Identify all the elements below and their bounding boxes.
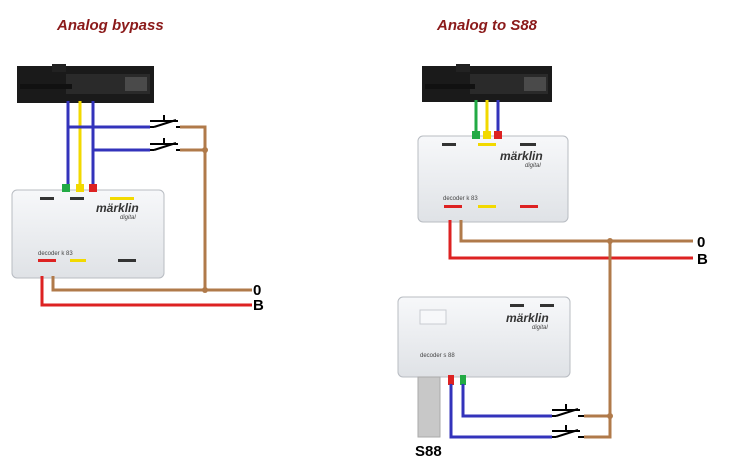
left-decoder-brand: märklin (96, 201, 139, 215)
left-push-button-1 (150, 115, 180, 128)
left-decoder-label: decoder k 83 (38, 251, 73, 257)
right-brown-return (584, 241, 612, 439)
left-brown-return (180, 125, 207, 290)
right-s88-sub: digital (532, 325, 548, 331)
left-push-button-2 (150, 138, 180, 151)
right-s88-brand: märklin (506, 311, 549, 325)
left-wires-accessory (66, 101, 150, 190)
s88-ribbon-cable (417, 376, 441, 438)
right-k83-sub: digital (525, 163, 541, 169)
right-push-button-2 (552, 425, 584, 438)
left-decoder-k83: märklin digital decoder k 83 (11, 184, 165, 279)
right-push-button-1 (552, 404, 584, 417)
left-wires-terminal (40, 276, 252, 307)
left-terminal-0: 0 (253, 282, 261, 299)
right-accessory-motor (422, 64, 552, 102)
left-junction-dot-1 (202, 147, 208, 153)
left-decoder-sub: digital (120, 215, 136, 221)
right-decoder-s88: märklin digital decoder s 88 (397, 296, 571, 385)
s88-label: S88 (415, 443, 442, 460)
left-title: Analog bypass (56, 17, 164, 34)
right-wires-s88 (449, 384, 552, 439)
right-terminal-0: 0 (697, 234, 705, 251)
right-k83-brand: märklin (500, 149, 543, 163)
left-terminal-b: B (253, 297, 264, 314)
right-title: Analog to S88 (436, 17, 538, 34)
right-k83-label: decoder k 83 (443, 196, 478, 202)
right-decoder-k83: märklin digital decoder k 83 (417, 131, 569, 223)
right-terminal-b: B (697, 251, 708, 268)
right-panel: Analog to S88 märklin digital decoder k (397, 17, 708, 460)
right-wires-accessory (474, 100, 500, 136)
right-s88-label: decoder s 88 (420, 353, 455, 359)
left-panel: Analog bypass (11, 17, 264, 314)
left-accessory-motor (17, 64, 154, 103)
right-junction-dot-1 (607, 238, 613, 244)
right-junction-dot-2 (607, 413, 613, 419)
right-wires-terminal (448, 220, 693, 260)
